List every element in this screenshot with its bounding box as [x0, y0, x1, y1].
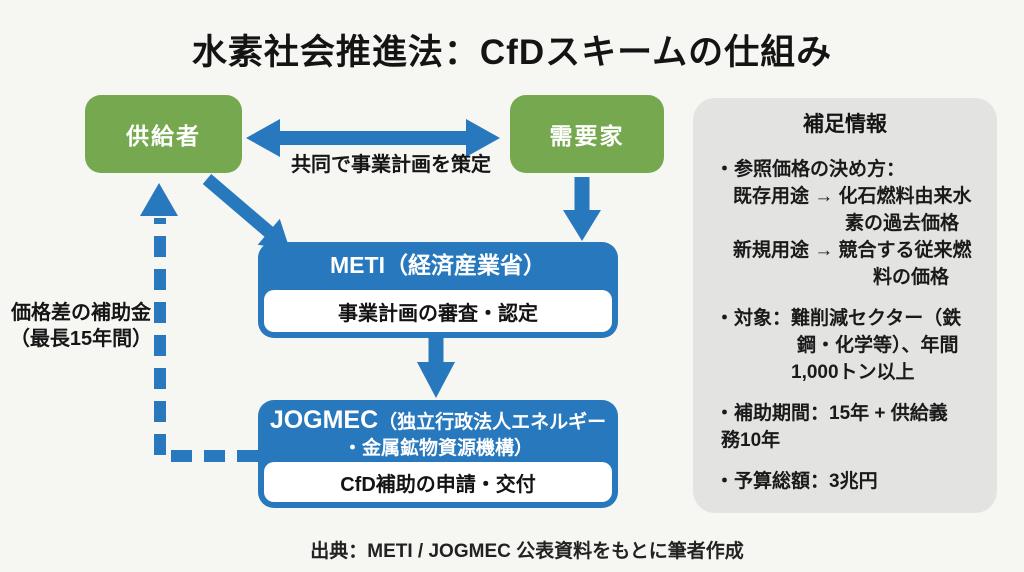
panel-line-existing-use-2: 素の過去価格 — [845, 213, 960, 234]
panel-line-new-use-2: 料の価格 — [873, 267, 950, 288]
meti-name: METI — [330, 251, 385, 278]
panel-line-target-2: 鋼・化学等）、年間 — [797, 335, 959, 356]
jogmec-paren-line2: ・金属鉱物資源機構） — [342, 437, 533, 459]
subsidy-label-line1: 価格差の補助金 — [11, 302, 151, 324]
panel-line-existing-use: 既存用途 → 化石燃料由来水 — [733, 186, 972, 207]
meti-box-body: 事業計画の審査・認定 — [264, 290, 612, 332]
panel-line-reference-price: ・参照価格の決め方： — [715, 159, 906, 180]
supplier-to-meti-arrow — [202, 174, 290, 250]
panel-line-subsidy-period-2: 務10年 — [721, 430, 781, 451]
meti-box: METI（経済産業省） 事業計画の審査・認定 — [258, 242, 618, 338]
meti-to-jogmec-arrow — [417, 338, 455, 398]
panel-line-target-3: 1,000トン以上 — [791, 362, 915, 383]
supplementary-panel: 補足情報 ・参照価格の決め方： 既存用途 → 化石燃料由来水 素の過去価格 新規… — [693, 98, 997, 513]
panel-line-target: ・対象：難削減セクター（鉄 — [715, 308, 962, 329]
panel-line-subsidy-period: ・補助期間：15年 + 供給義 — [715, 403, 948, 424]
subsidy-dashed-arrow — [140, 183, 258, 462]
consumer-to-meti-arrow — [563, 177, 601, 241]
panel-title: 補足情報 — [803, 113, 887, 136]
supplier-label: 供給者 — [126, 123, 201, 149]
supplier-box: 供給者 — [85, 95, 242, 173]
meti-paren: （経済産業省） — [384, 251, 546, 278]
jogmec-box-header: JOGMEC（独立行政法人エネルギー ・金属鉱物資源機構） — [258, 400, 618, 462]
consumer-label: 需要家 — [549, 123, 625, 149]
meti-box-header: METI（経済産業省） — [258, 242, 618, 290]
subsidy-label-line2: （最長15年間） — [9, 328, 153, 350]
subsidy-label: 価格差の補助金 （最長15年間） — [6, 300, 156, 352]
jogmec-name: JOGMEC — [269, 405, 379, 434]
jogmec-paren-line1: （独立行政法人エネルギー — [378, 411, 607, 433]
panel-line-new-use: 新規用途 → 競合する従来燃 — [733, 240, 972, 261]
jogmec-box-body: CfD補助の申請・交付 — [264, 462, 612, 502]
page-title: 水素社会推進法：CfDスキームの仕組み — [191, 33, 833, 72]
jogmec-box: JOGMEC（独立行政法人エネルギー ・金属鉱物資源機構） CfD補助の申請・交… — [258, 400, 618, 508]
consumer-box: 需要家 — [510, 95, 664, 173]
source-note: 出典：METI / JOGMEC 公表資料をもとに筆者作成 — [310, 541, 744, 562]
joint-plan-label: 共同で事業計画を策定 — [291, 154, 491, 176]
joint-plan-arrow — [246, 119, 500, 157]
panel-line-budget: ・予算総額：3兆円 — [715, 471, 878, 492]
panel-content: ・参照価格の決め方： 既存用途 → 化石燃料由来水 素の過去価格 新規用途 → … — [693, 156, 997, 495]
